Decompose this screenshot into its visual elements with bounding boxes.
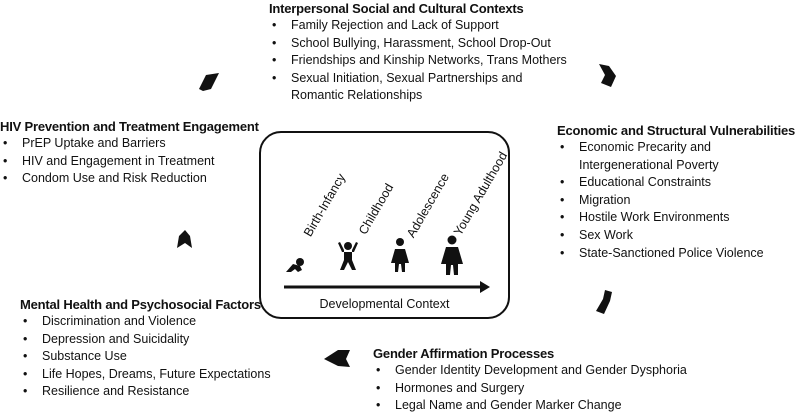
list-item: Legal Name and Gender Marker Change xyxy=(373,397,733,415)
cycle-arrow-icon xyxy=(599,64,616,87)
cycle-arrow-icon xyxy=(177,64,616,367)
list-item: Sexual Initiation, Sexual Partnerships a… xyxy=(269,70,569,105)
gender-list: Gender Identity Development and Gender D… xyxy=(373,362,733,415)
gender-title: Gender Affirmation Processes xyxy=(373,346,555,361)
list-item: Economic Precarity and Intergenerational… xyxy=(557,139,795,174)
list-item: Discrimination and Violence xyxy=(20,313,300,331)
list-item: Resilience and Resistance xyxy=(20,383,300,401)
gender-section: Gender Affirmation Processes Gender Iden… xyxy=(373,345,733,415)
mental-section: Mental Health and Psychosocial Factors D… xyxy=(20,296,300,401)
developmental-context-label: Developmental Context xyxy=(319,297,450,311)
list-item: PrEP Uptake and Barriers xyxy=(0,135,250,153)
hiv-list: PrEP Uptake and Barriers HIV and Engagem… xyxy=(0,135,250,188)
cycle-arrow-icon xyxy=(199,73,219,91)
list-item: Hormones and Surgery xyxy=(373,380,733,398)
interpersonal-list: Family Rejection and Lack of Support Sch… xyxy=(269,17,569,105)
list-item: Sex Work xyxy=(557,227,795,245)
interpersonal-section: Interpersonal Social and Cultural Contex… xyxy=(269,0,569,105)
hiv-title: HIV Prevention and Treatment Engagement xyxy=(0,119,259,134)
list-item: Family Rejection and Lack of Support xyxy=(269,17,569,35)
adolescent-icon xyxy=(391,238,409,272)
hiv-section: HIV Prevention and Treatment Engagement … xyxy=(0,118,259,188)
developmental-context-box xyxy=(259,131,510,319)
child-icon xyxy=(338,242,358,270)
list-item: Condom Use and Risk Reduction xyxy=(0,170,250,188)
list-item: School Bullying, Harassment, School Drop… xyxy=(269,35,569,53)
list-item: State-Sanctioned Police Violence xyxy=(557,245,795,263)
list-item: Hostile Work Environments xyxy=(557,209,795,227)
mental-list: Discrimination and Violence Depression a… xyxy=(20,313,300,401)
economic-list: Economic Precarity and Intergenerational… xyxy=(557,139,795,262)
list-item: Depression and Suicidality xyxy=(20,331,300,349)
interpersonal-title: Interpersonal Social and Cultural Contex… xyxy=(269,1,524,16)
arrowhead xyxy=(480,281,490,293)
economic-section: Economic and Structural Vulnerabilities … xyxy=(557,122,795,262)
young-adult-icon xyxy=(441,235,463,275)
cycle-arrow-icon xyxy=(596,290,612,314)
list-item: Educational Constraints xyxy=(557,174,795,192)
list-item: Life Hopes, Dreams, Future Expectations xyxy=(20,366,300,384)
mental-title: Mental Health and Psychosocial Factors xyxy=(20,297,261,312)
list-item: Friendships and Kinship Networks, Trans … xyxy=(269,52,569,70)
list-item: Gender Identity Development and Gender D… xyxy=(373,362,733,380)
list-item: Migration xyxy=(557,192,795,210)
cycle-arrow-icon xyxy=(324,350,350,367)
economic-title: Economic and Structural Vulnerabilities xyxy=(557,123,796,138)
infant-icon xyxy=(286,258,304,272)
list-item: Substance Use xyxy=(20,348,300,366)
cycle-arrow-icon xyxy=(177,230,192,248)
list-item: HIV and Engagement in Treatment xyxy=(0,153,250,171)
